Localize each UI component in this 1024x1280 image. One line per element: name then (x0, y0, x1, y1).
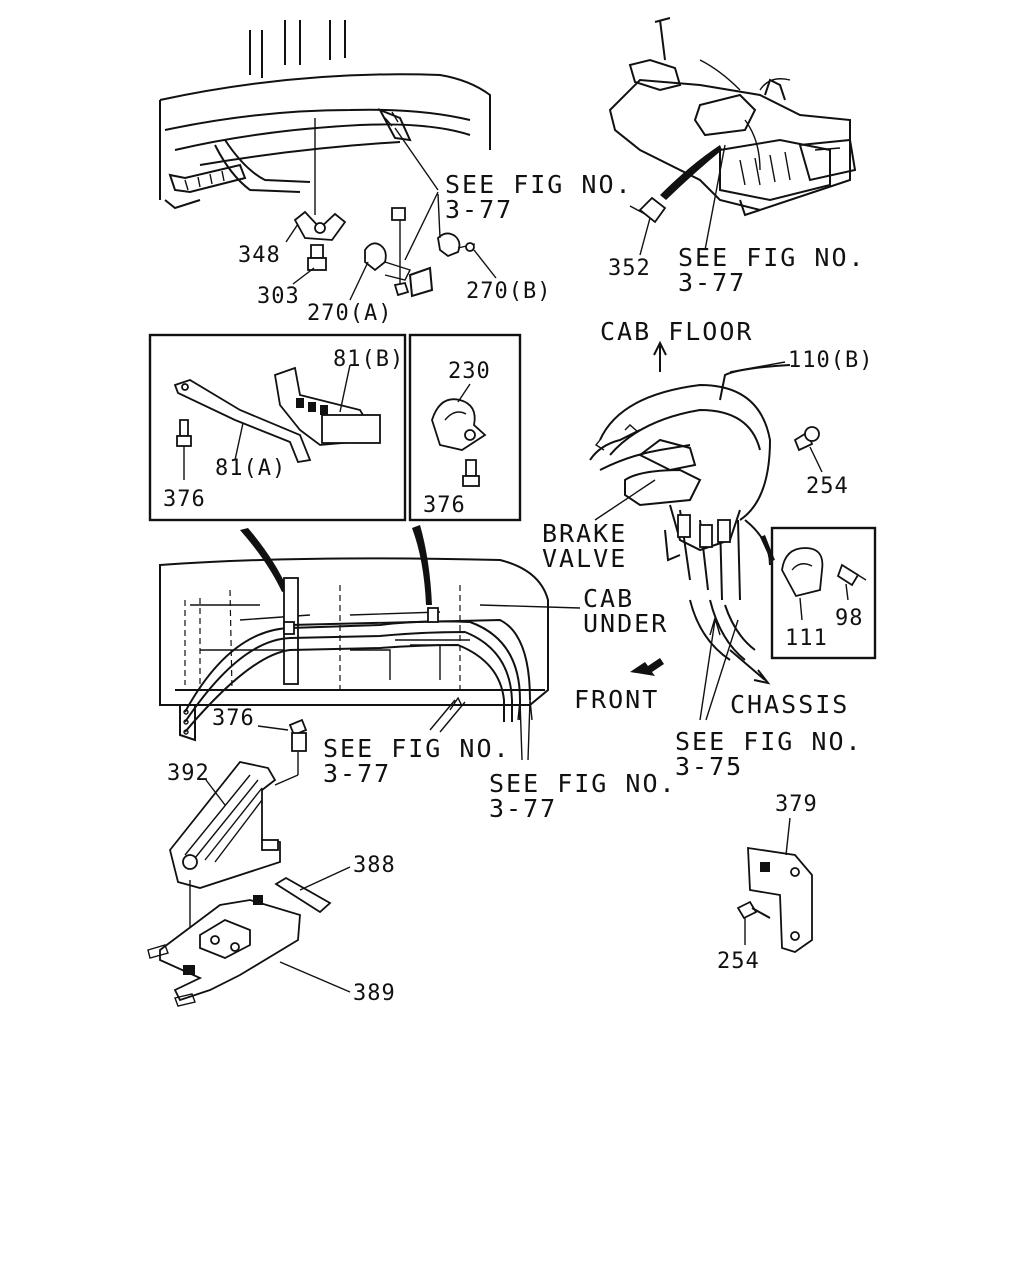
plate-389 (147, 880, 351, 1007)
ref-mid-center-line2: 3-77 (489, 794, 557, 823)
leaders-top-left (285, 127, 497, 301)
label-under: UNDER (583, 609, 668, 638)
fitting-352 (629, 145, 722, 256)
callout-392: 392 (167, 761, 210, 786)
detail-box-81 (148, 333, 407, 522)
callout-303: 303 (257, 284, 300, 309)
chassis-arrow-icon (729, 649, 771, 685)
callout-270b: 270(B) (466, 279, 551, 304)
ref-top-left-line1: SEE FIG NO. (445, 170, 633, 199)
brake-valve-assembly (589, 340, 791, 661)
label-brake: BRAKE (542, 519, 627, 548)
callout-254-upper: 254 (806, 474, 849, 499)
bolt-303 (307, 244, 327, 271)
callout-110b: 110(B) (788, 348, 873, 373)
ref-pointers-middle (429, 615, 739, 761)
callout-230: 230 (448, 359, 491, 384)
cab-underside-top-left (159, 20, 491, 210)
ref-top-right-line2: 3-77 (678, 268, 746, 297)
callout-376-detail-box: 376 (423, 493, 466, 518)
callout-376-lower: 376 (212, 706, 255, 731)
ref-mid-right-line1: SEE FIG NO. (675, 727, 863, 756)
leader-254-top (809, 446, 823, 473)
detail-box-230 (408, 333, 522, 522)
leader-top-right-ref (704, 144, 726, 251)
callout-389: 389 (353, 981, 396, 1006)
rod-388 (274, 866, 351, 914)
callout-348: 348 (238, 243, 281, 268)
label-cab: CAB (583, 584, 634, 613)
ref-mid-left-line2: 3-77 (323, 759, 391, 788)
callout-379: 379 (775, 792, 818, 817)
leader-brake-valve (594, 479, 656, 521)
callout-352: 352 (608, 256, 651, 281)
detail-pointer-230 (412, 525, 432, 605)
callout-81b: 81(B) (333, 347, 404, 372)
pedal-assembly-top-right (608, 17, 857, 217)
clip-348 (293, 118, 347, 241)
callout-388: 388 (353, 853, 396, 878)
detail-box-111 (760, 526, 877, 660)
ref-mid-right-line2: 3-75 (675, 752, 743, 781)
ref-mid-left-line1: SEE FIG NO. (323, 734, 511, 763)
callout-81a: 81(A) (215, 456, 286, 481)
cab-underside-middle (159, 557, 581, 742)
leader-110b (729, 361, 786, 373)
label-chassis: CHASSIS (730, 690, 849, 719)
front-arrow-icon (630, 658, 664, 676)
bracket-392 (169, 761, 281, 889)
clip-270a (364, 207, 434, 298)
label-front: FRONT (574, 685, 659, 714)
clip-270b (437, 232, 476, 258)
ref-top-right-line1: SEE FIG NO. (678, 243, 866, 272)
bracket-379 (747, 817, 813, 953)
label-cab-floor: CAB FLOOR (600, 317, 753, 346)
callout-254-lower: 254 (717, 949, 760, 974)
bolt-254-upper (793, 426, 820, 452)
ref-mid-center-line1: SEE FIG NO. (489, 769, 677, 798)
callout-98: 98 (835, 606, 864, 631)
bolt-376-lower (257, 718, 308, 786)
callout-376-detail-left: 376 (163, 487, 206, 512)
callout-111: 111 (785, 626, 828, 651)
label-valve: VALVE (542, 544, 627, 573)
ref-top-left-line2: 3-77 (445, 195, 513, 224)
callout-270a: 270(A) (307, 301, 392, 326)
bolt-254-lower (736, 900, 771, 945)
